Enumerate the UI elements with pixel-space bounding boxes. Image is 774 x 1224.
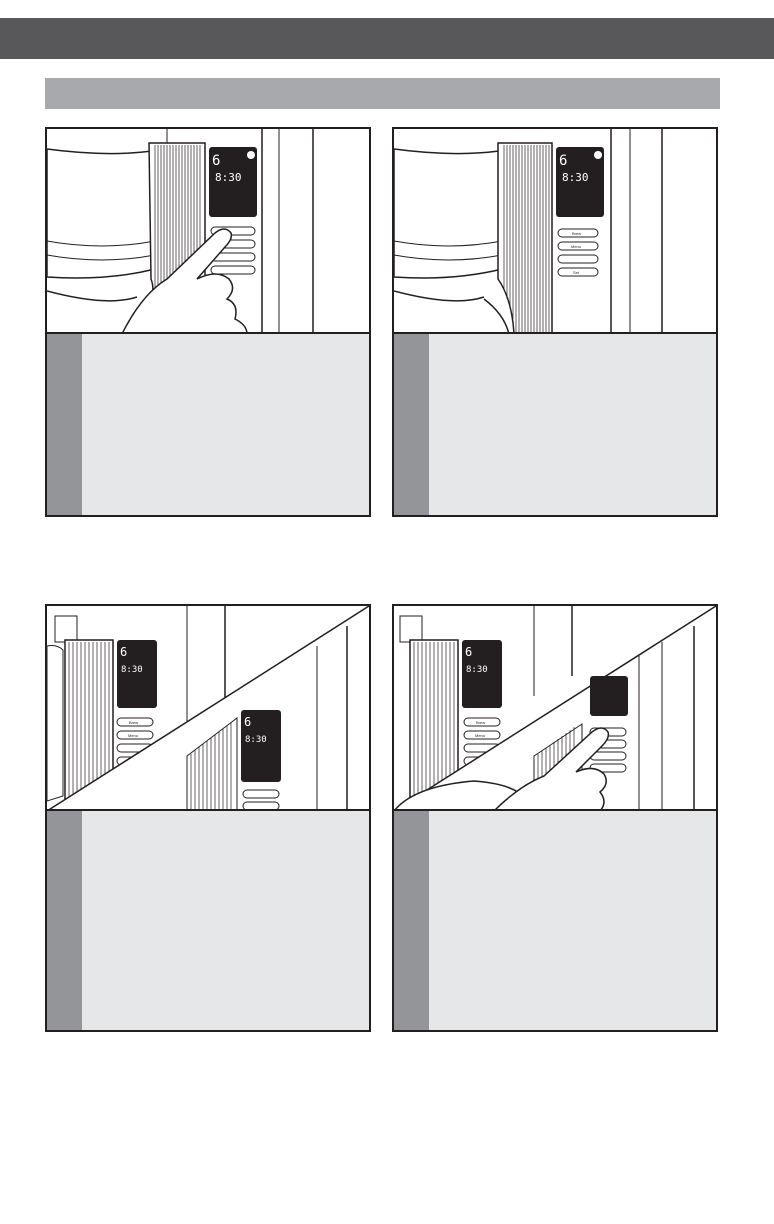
step-instructions	[82, 334, 369, 515]
brew-button-label: Brew	[572, 231, 581, 236]
step-4: 6 8:30 Brew Menu	[392, 604, 718, 1032]
menu-button-label: Menu	[128, 733, 138, 738]
step-number-strip	[394, 811, 429, 1030]
step-3: 6 8:30 Brew Menu	[45, 604, 371, 1032]
coffee-maker-illustration: 6 8:30 Brew Menu	[394, 606, 716, 811]
step-2: 6 8:30 Brew Menu Set	[392, 127, 718, 517]
svg-text:8:30: 8:30	[562, 171, 589, 184]
svg-text:6: 6	[559, 153, 567, 169]
step-number-strip	[394, 334, 429, 515]
hand	[494, 727, 610, 809]
svg-text:8:30: 8:30	[215, 171, 242, 184]
svg-text:8:30: 8:30	[121, 665, 143, 675]
brew-button-label: Brew	[129, 720, 138, 725]
menu-button-label: Menu	[475, 733, 485, 738]
step-text-panel	[394, 334, 716, 515]
lcd-display-closeup	[241, 710, 281, 782]
svg-text:8:30: 8:30	[245, 735, 267, 745]
svg-text:6: 6	[212, 153, 220, 169]
lcd-display	[209, 147, 257, 217]
svg-text:6: 6	[120, 645, 127, 659]
step-instructions	[429, 811, 716, 1030]
step-instructions	[429, 334, 716, 515]
header-bar	[0, 18, 774, 59]
set-button-label: Set	[573, 270, 580, 275]
svg-text:6: 6	[465, 645, 472, 659]
lcd-display	[117, 640, 157, 708]
step-text-panel	[394, 811, 716, 1030]
step-number-strip	[47, 334, 82, 515]
step-1: 6 8:30	[45, 127, 371, 517]
step-text-panel	[47, 811, 369, 1030]
svg-text:6: 6	[244, 715, 251, 729]
coffee-maker-illustration: 6 8:30 Brew Menu	[47, 606, 369, 811]
step-number-strip	[47, 811, 82, 1030]
step-instructions	[82, 811, 369, 1030]
coffee-maker-illustration: 6 8:30 Brew Menu Set	[394, 129, 716, 334]
lcd-display-closeup	[590, 676, 628, 716]
section-bar	[45, 78, 720, 109]
lcd-display	[556, 147, 604, 217]
svg-text:8:30: 8:30	[466, 665, 488, 675]
lcd-display	[462, 640, 502, 708]
menu-button-label: Menu	[571, 244, 581, 249]
step-text-panel	[47, 334, 369, 515]
coffee-maker-illustration: 6 8:30	[47, 129, 369, 334]
hand	[122, 228, 248, 332]
brew-button-label: Brew	[476, 720, 485, 725]
